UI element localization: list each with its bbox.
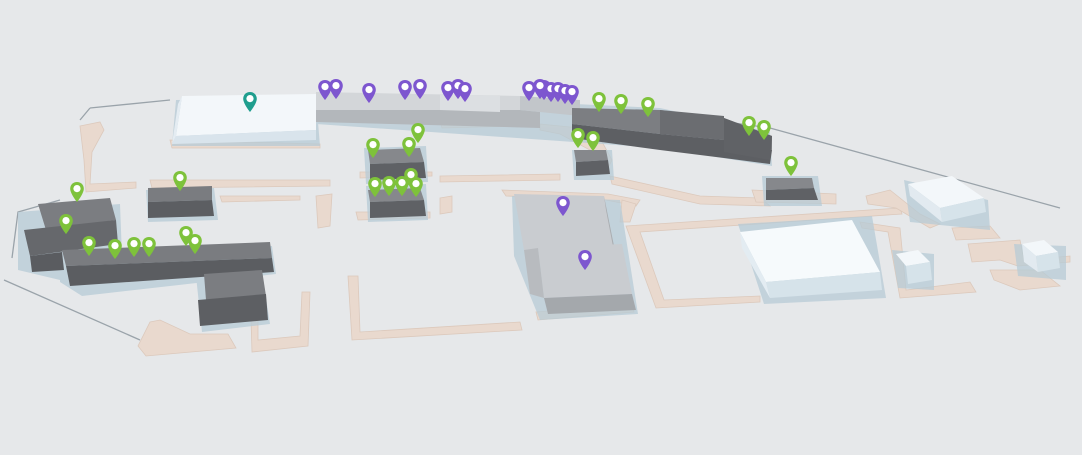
building-north-east-strip [572,108,772,164]
map-marker-icon [556,196,570,216]
map-pin-north-strip-3[interactable] [361,82,377,104]
building-west-pad [148,186,214,218]
map-pin-small-pad-1[interactable] [570,127,586,149]
map-marker-icon [402,137,416,157]
map-pin-center-pad-1[interactable] [365,137,381,159]
map-pin-north-strip-8[interactable] [457,81,473,103]
map-pin-center-big-2[interactable] [577,249,593,271]
map-pin-north-strip-2[interactable] [328,78,344,100]
map-marker-icon [784,156,798,176]
building-south-west [198,270,268,326]
map-pin-center-pad-5[interactable] [381,175,397,197]
map-marker-icon [411,123,425,143]
map-pin-small-pad-2[interactable] [585,130,601,152]
map-marker-icon [409,177,423,197]
map-pin-west-strip-6[interactable] [141,236,157,258]
map-pin-anchor-store[interactable] [242,91,258,113]
building-far-east-2 [896,250,932,284]
map-marker-icon [188,234,202,254]
map-marker-icon [318,80,332,100]
map-pin-north-east-2[interactable] [613,93,629,115]
map-marker-icon [362,83,376,103]
building-center-pad-south [368,188,426,218]
map-pin-center-pad-6[interactable] [394,175,410,197]
map-pin-west-strip-4[interactable] [107,238,123,260]
map-pin-center-pad-8[interactable] [408,176,424,198]
map-pin-north-strip-1[interactable] [317,79,333,101]
map-pin-north-east-3[interactable] [640,96,656,118]
map-pin-north-strip-15[interactable] [532,78,548,100]
map-marker-icon [329,79,343,99]
map-pin-west-strip-2[interactable] [58,213,74,235]
building-east-anchor [740,220,882,298]
map-marker-icon [368,177,382,197]
map-pin-north-strip-9[interactable] [521,80,537,102]
map-marker-icon [522,81,536,101]
map-pin-west-pad[interactable] [172,170,188,192]
map-marker-icon [413,79,427,99]
map-marker-icon [108,239,122,259]
map-marker-icon [243,92,257,112]
map-pin-west-strip-1[interactable] [69,181,85,203]
map-marker-icon [578,250,592,270]
map-pin-center-big-1[interactable] [555,195,571,217]
map-marker-icon [395,176,409,196]
building-anchor-store [172,94,316,144]
map-marker-icon [742,116,756,136]
map-marker-icon [592,92,606,112]
map-pin-center-pad-2[interactable] [401,136,417,158]
map-pin-north-east-1[interactable] [591,91,607,113]
map-marker-icon [565,85,579,105]
map-pin-west-strip-8[interactable] [187,233,203,255]
map-pin-east-pad[interactable] [783,155,799,177]
map-pin-center-pad-3[interactable] [410,122,426,144]
building-far-east-3 [1022,240,1060,272]
building-far-east-1 [908,176,986,222]
map-marker-icon [173,171,187,191]
building-center-big [514,194,636,314]
map-marker-icon [614,94,628,114]
map-pin-north-east-5[interactable] [756,119,772,141]
map-pin-north-east-4[interactable] [741,115,757,137]
map-marker-icon [59,214,73,234]
map-marker-icon [142,237,156,257]
map-marker-icon [533,79,547,99]
map-marker-icon [82,236,96,256]
building-small-pad [574,150,610,176]
map-pin-west-strip-3[interactable] [81,235,97,257]
map-marker-icon [757,120,771,140]
map-marker-icon [586,131,600,151]
map-pin-center-pad-4[interactable] [367,176,383,198]
map-pin-west-strip-5[interactable] [126,236,142,258]
map-marker-icon [458,82,472,102]
map-marker-icon [382,176,396,196]
map-marker-icon [70,182,84,202]
map-marker-icon [398,80,412,100]
map-marker-icon [127,237,141,257]
building-east-pad [766,178,818,200]
map-pin-north-strip-4[interactable] [397,79,413,101]
map-pin-north-strip-5[interactable] [412,78,428,100]
map-marker-icon [571,128,585,148]
map-marker-icon [641,97,655,117]
map-marker-icon [366,138,380,158]
map-pin-north-strip-14[interactable] [564,84,580,106]
